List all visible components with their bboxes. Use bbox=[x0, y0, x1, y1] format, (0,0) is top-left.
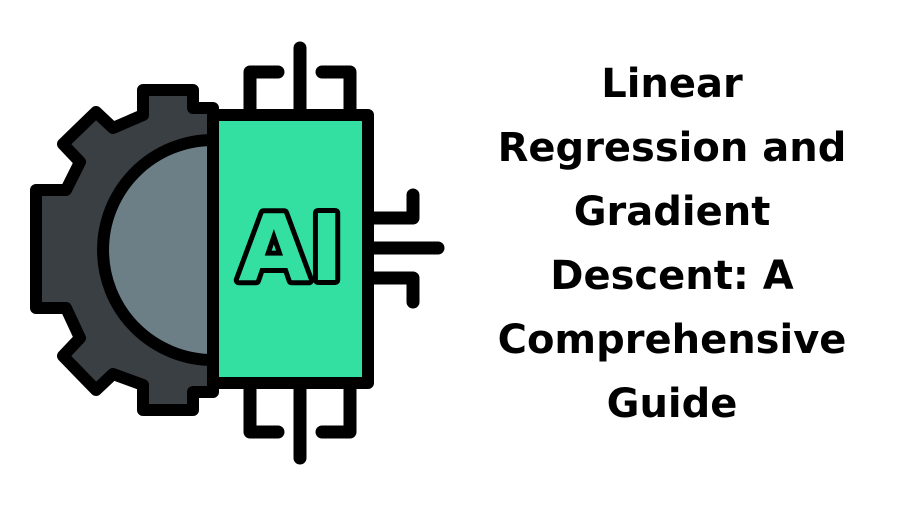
title-line: Gradient bbox=[573, 189, 771, 235]
title-line: Descent: A bbox=[550, 253, 794, 299]
page-title: Linear Regression and Gradient Descent: … bbox=[462, 52, 882, 436]
chip-label: AI bbox=[238, 195, 343, 302]
ai-gear-chip-icon: AI bbox=[30, 41, 445, 465]
title-line: Comprehensive bbox=[497, 317, 847, 363]
chip-pins-top bbox=[243, 41, 357, 122]
chip-body bbox=[207, 109, 374, 389]
chip-pins-right bbox=[359, 188, 445, 309]
title-line: Linear bbox=[601, 61, 743, 107]
title-line: Guide bbox=[606, 381, 738, 427]
chip-pins-bottom bbox=[243, 376, 357, 465]
gear-inner-circle bbox=[97, 134, 219, 366]
title-line: Regression and bbox=[497, 125, 847, 171]
